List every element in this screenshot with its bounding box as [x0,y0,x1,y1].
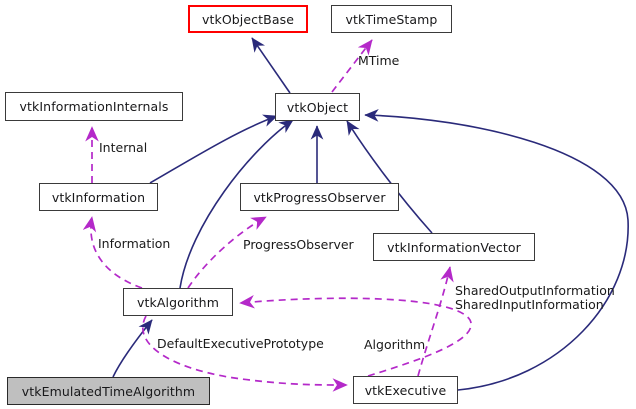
edge-label-defaultexecutiveprototype: DefaultExecutivePrototype [157,336,324,351]
node-vtkobject[interactable]: vtkObject [275,93,360,121]
edge-vtkalgorithm-to-vtkinformation [82,216,143,289]
node-label: vtkAlgorithm [137,294,219,310]
node-vtkobjectbase[interactable]: vtkObjectBase [188,5,308,33]
edge-vtkinformationvector-to-vtkobject [346,120,433,234]
node-vtkinformation[interactable]: vtkInformation [39,183,158,211]
edge-vtkexecutive-to-vtkinformationvector [417,266,454,377]
node-label: vtkTimeStamp [345,11,438,27]
edge-vtkinformation-to-vtkobject [149,114,278,184]
edge-vtkalgorithm-to-vtkprogressobserver [187,216,267,289]
node-label: vtkProgressObserver [253,189,386,205]
edge-label-sharedinputinformation: SharedInputInformation [455,297,604,312]
node-label: vtkInformationVector [387,239,521,255]
edge-label-sharedoutputinformation: SharedOutputInformation [455,283,615,298]
node-vtkemulatedtimealgorithm[interactable]: vtkEmulatedTimeAlgorithm [7,377,210,405]
edge-vtkexecutive-to-vtkobject [364,108,629,391]
edge-label-mtime: MTime [358,53,400,68]
edge-label-information: Information [98,236,171,251]
node-label: vtkInformationInternals [19,99,169,114]
edge-vtkexecutive-to-vtkalgorithm [239,294,472,377]
node-label: vtkInformation [51,189,146,205]
edge-label-algorithm: Algorithm [364,337,426,352]
node-label: vtkObject [286,99,349,115]
node-vtkinformationvector[interactable]: vtkInformationVector [373,233,535,261]
node-vtktimestamp[interactable]: vtkTimeStamp [331,5,452,33]
node-label: vtkEmulatedTimeAlgorithm [21,383,196,399]
node-vtkprogressobserver[interactable]: vtkProgressObserver [240,183,399,211]
node-label: vtkExecutive [364,382,447,398]
node-vtkexecutive[interactable]: vtkExecutive [353,376,458,404]
edge-vtkalgorithm-to-vtkobject [179,119,294,289]
edge-vtkalgorithm-to-vtkexecutive [141,315,348,392]
edge-label-progressobserver: ProgressObserver [243,237,354,252]
edge-vtkobject-to-vtktimestamp [331,39,373,93]
node-vtkinformationinternals[interactable]: vtkInformationInternals [5,92,183,121]
edge-label-internal: Internal [99,140,148,155]
node-vtkalgorithm[interactable]: vtkAlgorithm [123,288,233,316]
edge-vtkemulatedtimealgorithm-to-vtkalgorithm [112,319,153,378]
node-label: vtkObjectBase [202,11,294,27]
edge-vtkobject-to-vtkobjectbase [251,37,291,94]
